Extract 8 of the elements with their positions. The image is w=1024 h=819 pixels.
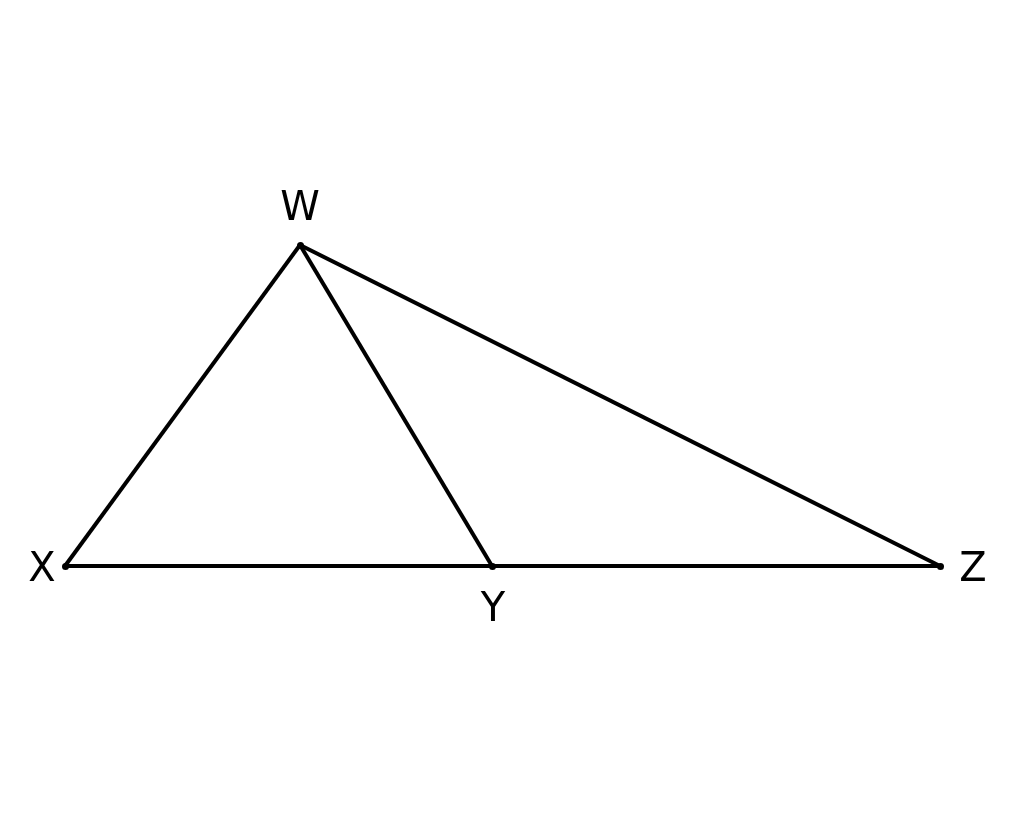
vertex-label: Z [959, 547, 987, 587]
vertex-label: Y [480, 587, 506, 627]
vertex-point [61, 562, 69, 570]
vertex-point [936, 562, 944, 570]
vertex-label: X [28, 547, 56, 587]
vertex-point [488, 562, 496, 570]
vertex-point [296, 241, 304, 249]
vertex-label: W [280, 186, 320, 226]
